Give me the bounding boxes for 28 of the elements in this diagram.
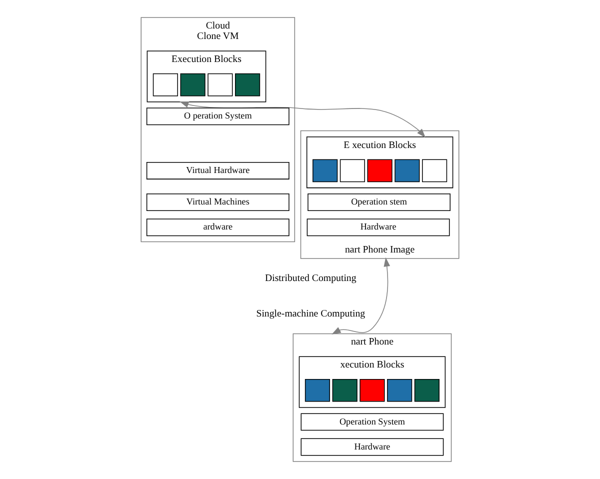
label: Single-machine Computing (256, 308, 366, 320)
label: Distributed Computing (264, 272, 356, 284)
node-box: Operation stem (308, 194, 451, 211)
node-box (332, 379, 358, 402)
node-box (422, 159, 448, 182)
node-box: Hardware (300, 438, 444, 456)
arrow (332, 257, 390, 334)
node-box: Virtual Hardware (146, 162, 290, 180)
node-box (235, 73, 260, 96)
node-box (152, 73, 178, 96)
node-box (367, 159, 392, 182)
node-box (387, 379, 412, 402)
cluster: E xecution Blocks (306, 136, 454, 188)
node-box: O peration System (146, 108, 290, 126)
node-box (208, 73, 233, 96)
node-box (414, 379, 440, 402)
node-box: Operation System (300, 413, 444, 431)
node-box: Hardware (306, 218, 450, 236)
node-box (304, 379, 330, 402)
node-box (360, 379, 385, 402)
node-box (180, 73, 206, 96)
node-box (394, 159, 420, 182)
node-box (312, 159, 338, 182)
node-box (340, 159, 365, 182)
cluster: Execution Blocks (146, 50, 266, 102)
node-box: Virtual Machines (146, 194, 290, 211)
cluster: xecution Blocks (298, 356, 446, 408)
node-box: ardware (146, 218, 290, 236)
